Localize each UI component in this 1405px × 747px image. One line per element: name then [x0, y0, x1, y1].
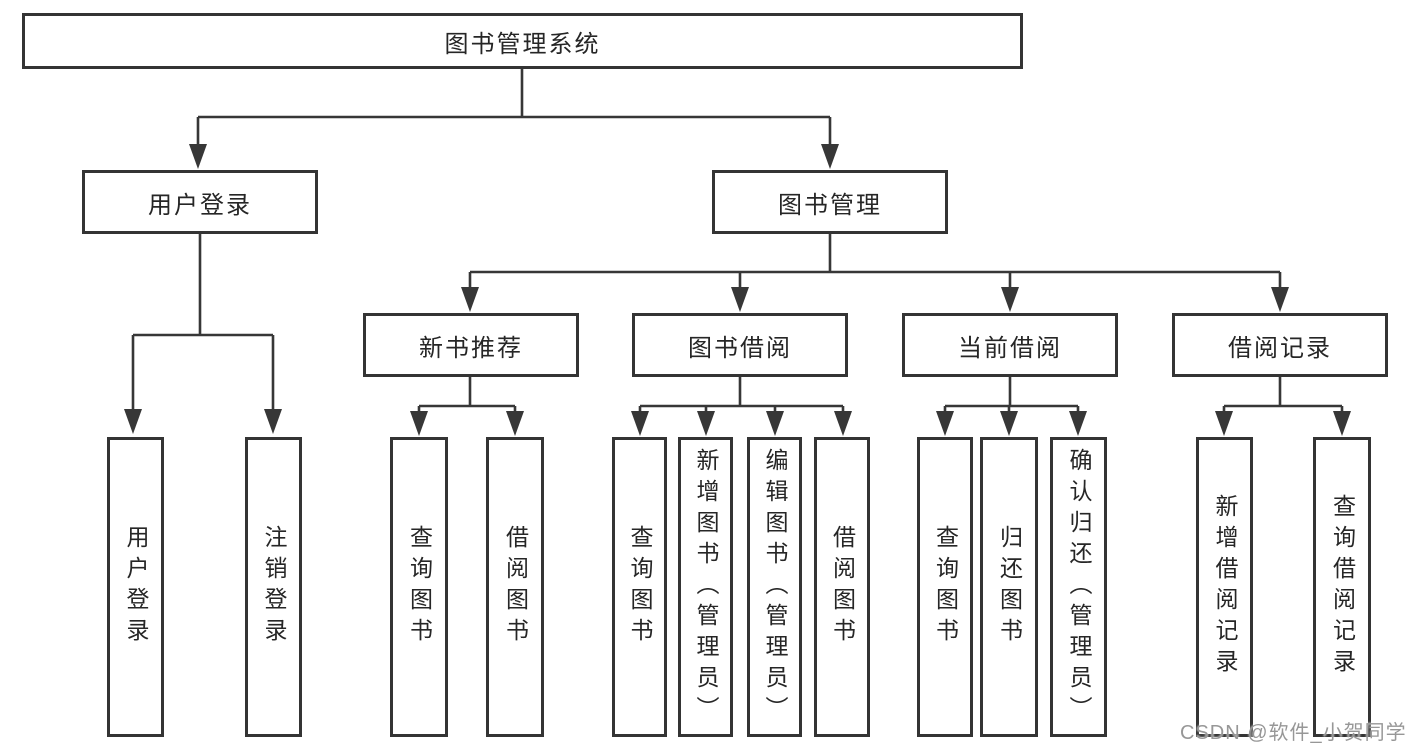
connector-root-to-level2 — [189, 68, 839, 169]
leaf-logout: 注销登录 — [245, 437, 302, 737]
connector-new-book-recommend-children — [410, 376, 524, 436]
node-book-management: 图书管理 — [712, 170, 948, 234]
leaf-current-query-books: 查询图书 — [917, 437, 973, 737]
leaf-add-books-admin: 新增图书（管理员） — [678, 437, 733, 737]
csdn-watermark: CSDN @软件_小贺同学 — [1180, 722, 1405, 744]
leaf-return-books: 归还图书 — [980, 437, 1038, 737]
connector-book-borrow-children — [631, 376, 852, 436]
node-book-borrow: 图书借阅 — [632, 313, 848, 377]
leaf-recommend-borrow-books: 借阅图书 — [486, 437, 544, 737]
leaf-confirm-return-admin: 确认归还（管理员） — [1050, 437, 1107, 737]
leaf-borrow-query-books: 查询图书 — [612, 437, 667, 737]
connector-current-borrow-children — [936, 376, 1087, 436]
leaf-add-borrow-record: 新增借阅记录 — [1196, 437, 1253, 737]
leaf-recommend-query-books: 查询图书 — [390, 437, 448, 737]
leaf-user-login: 用户登录 — [107, 437, 164, 737]
node-user-login: 用户登录 — [82, 170, 318, 234]
leaf-borrow-books: 借阅图书 — [814, 437, 870, 737]
leaf-edit-books-admin: 编辑图书（管理员） — [747, 437, 802, 737]
connector-book-management-children — [461, 233, 1289, 312]
node-root-system: 图书管理系统 — [22, 13, 1023, 69]
connector-user-login-children — [124, 233, 282, 434]
leaf-query-borrow-record: 查询借阅记录 — [1313, 437, 1371, 737]
node-current-borrow: 当前借阅 — [902, 313, 1118, 377]
node-new-book-recommend: 新书推荐 — [363, 313, 579, 377]
connector-borrow-records-children — [1215, 376, 1351, 436]
node-borrow-records: 借阅记录 — [1172, 313, 1388, 377]
